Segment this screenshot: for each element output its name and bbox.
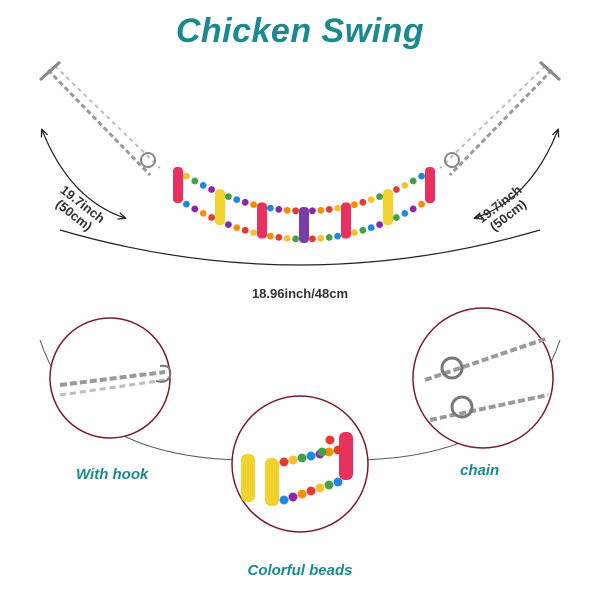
bead [315,483,325,493]
bead [367,196,375,204]
bead [418,200,425,208]
bead [279,495,289,505]
bead [401,182,409,189]
bead [325,435,335,445]
beads-callout [231,395,369,533]
ladder-rung [299,207,309,243]
bead [324,447,334,457]
ladder-rung [265,458,279,506]
chain-callout [412,307,554,449]
bead [288,492,298,502]
bead [297,489,307,499]
bead [401,210,409,217]
bead [333,445,343,455]
bead [292,207,299,215]
bead [309,235,316,243]
bead [233,196,241,204]
bead [275,206,283,213]
bead [241,198,249,206]
bead-ladder [173,167,435,243]
bead [325,234,333,241]
bead [241,226,249,234]
ladder-rung [339,432,353,480]
bead [208,186,216,193]
bead [324,480,334,490]
right-chain [439,60,562,177]
bead [199,210,207,217]
bead [418,172,425,180]
bead [183,172,190,180]
bead [275,234,283,241]
bead [199,182,207,189]
ladder-rung [425,167,435,203]
ladder-rung [257,202,267,239]
bead [279,457,289,467]
width-label: 18.96inch/48cm [251,286,349,301]
bead [333,477,343,487]
bead [351,201,358,209]
bead [292,235,299,243]
bead [191,177,199,185]
bead [334,232,341,240]
bead [183,200,190,208]
bead [334,204,341,212]
bead [367,224,375,232]
bead [306,451,316,461]
bead [317,447,327,457]
page-title: Chicken Swing [175,12,425,50]
bead [393,214,400,221]
left-chain [38,60,161,177]
right-length-arrow [475,130,558,218]
ladder-rung [341,202,351,239]
bead [359,198,367,206]
bead [233,224,241,232]
bead [297,453,307,463]
ladder-rung [215,189,225,226]
hook-callout [49,317,172,439]
left-length-arrow [42,130,125,218]
bead [250,229,257,237]
width-arrow [59,229,541,266]
bead [288,455,298,465]
beads-caption: Colorful beads [247,562,353,579]
bead [309,207,316,215]
bead [376,221,383,229]
hook-caption: With hook [76,466,149,483]
bead [351,229,358,237]
ladder-rung [173,167,183,203]
bead [191,205,199,213]
chain-caption: chain [460,462,500,479]
bead [317,234,325,242]
bead [250,201,257,209]
bead [393,186,400,193]
bead [409,205,417,213]
ladder-rung [383,189,393,226]
bead [267,204,274,212]
bead [267,232,274,240]
ladder-rung [241,454,255,502]
bead [225,221,232,229]
bead [283,206,291,214]
bead [225,193,232,201]
bead [317,206,325,214]
bead [283,234,291,242]
bead [325,206,333,213]
bead [306,486,316,496]
bead [409,177,417,185]
bead [208,214,216,221]
bead [376,193,383,201]
bead [359,226,367,234]
